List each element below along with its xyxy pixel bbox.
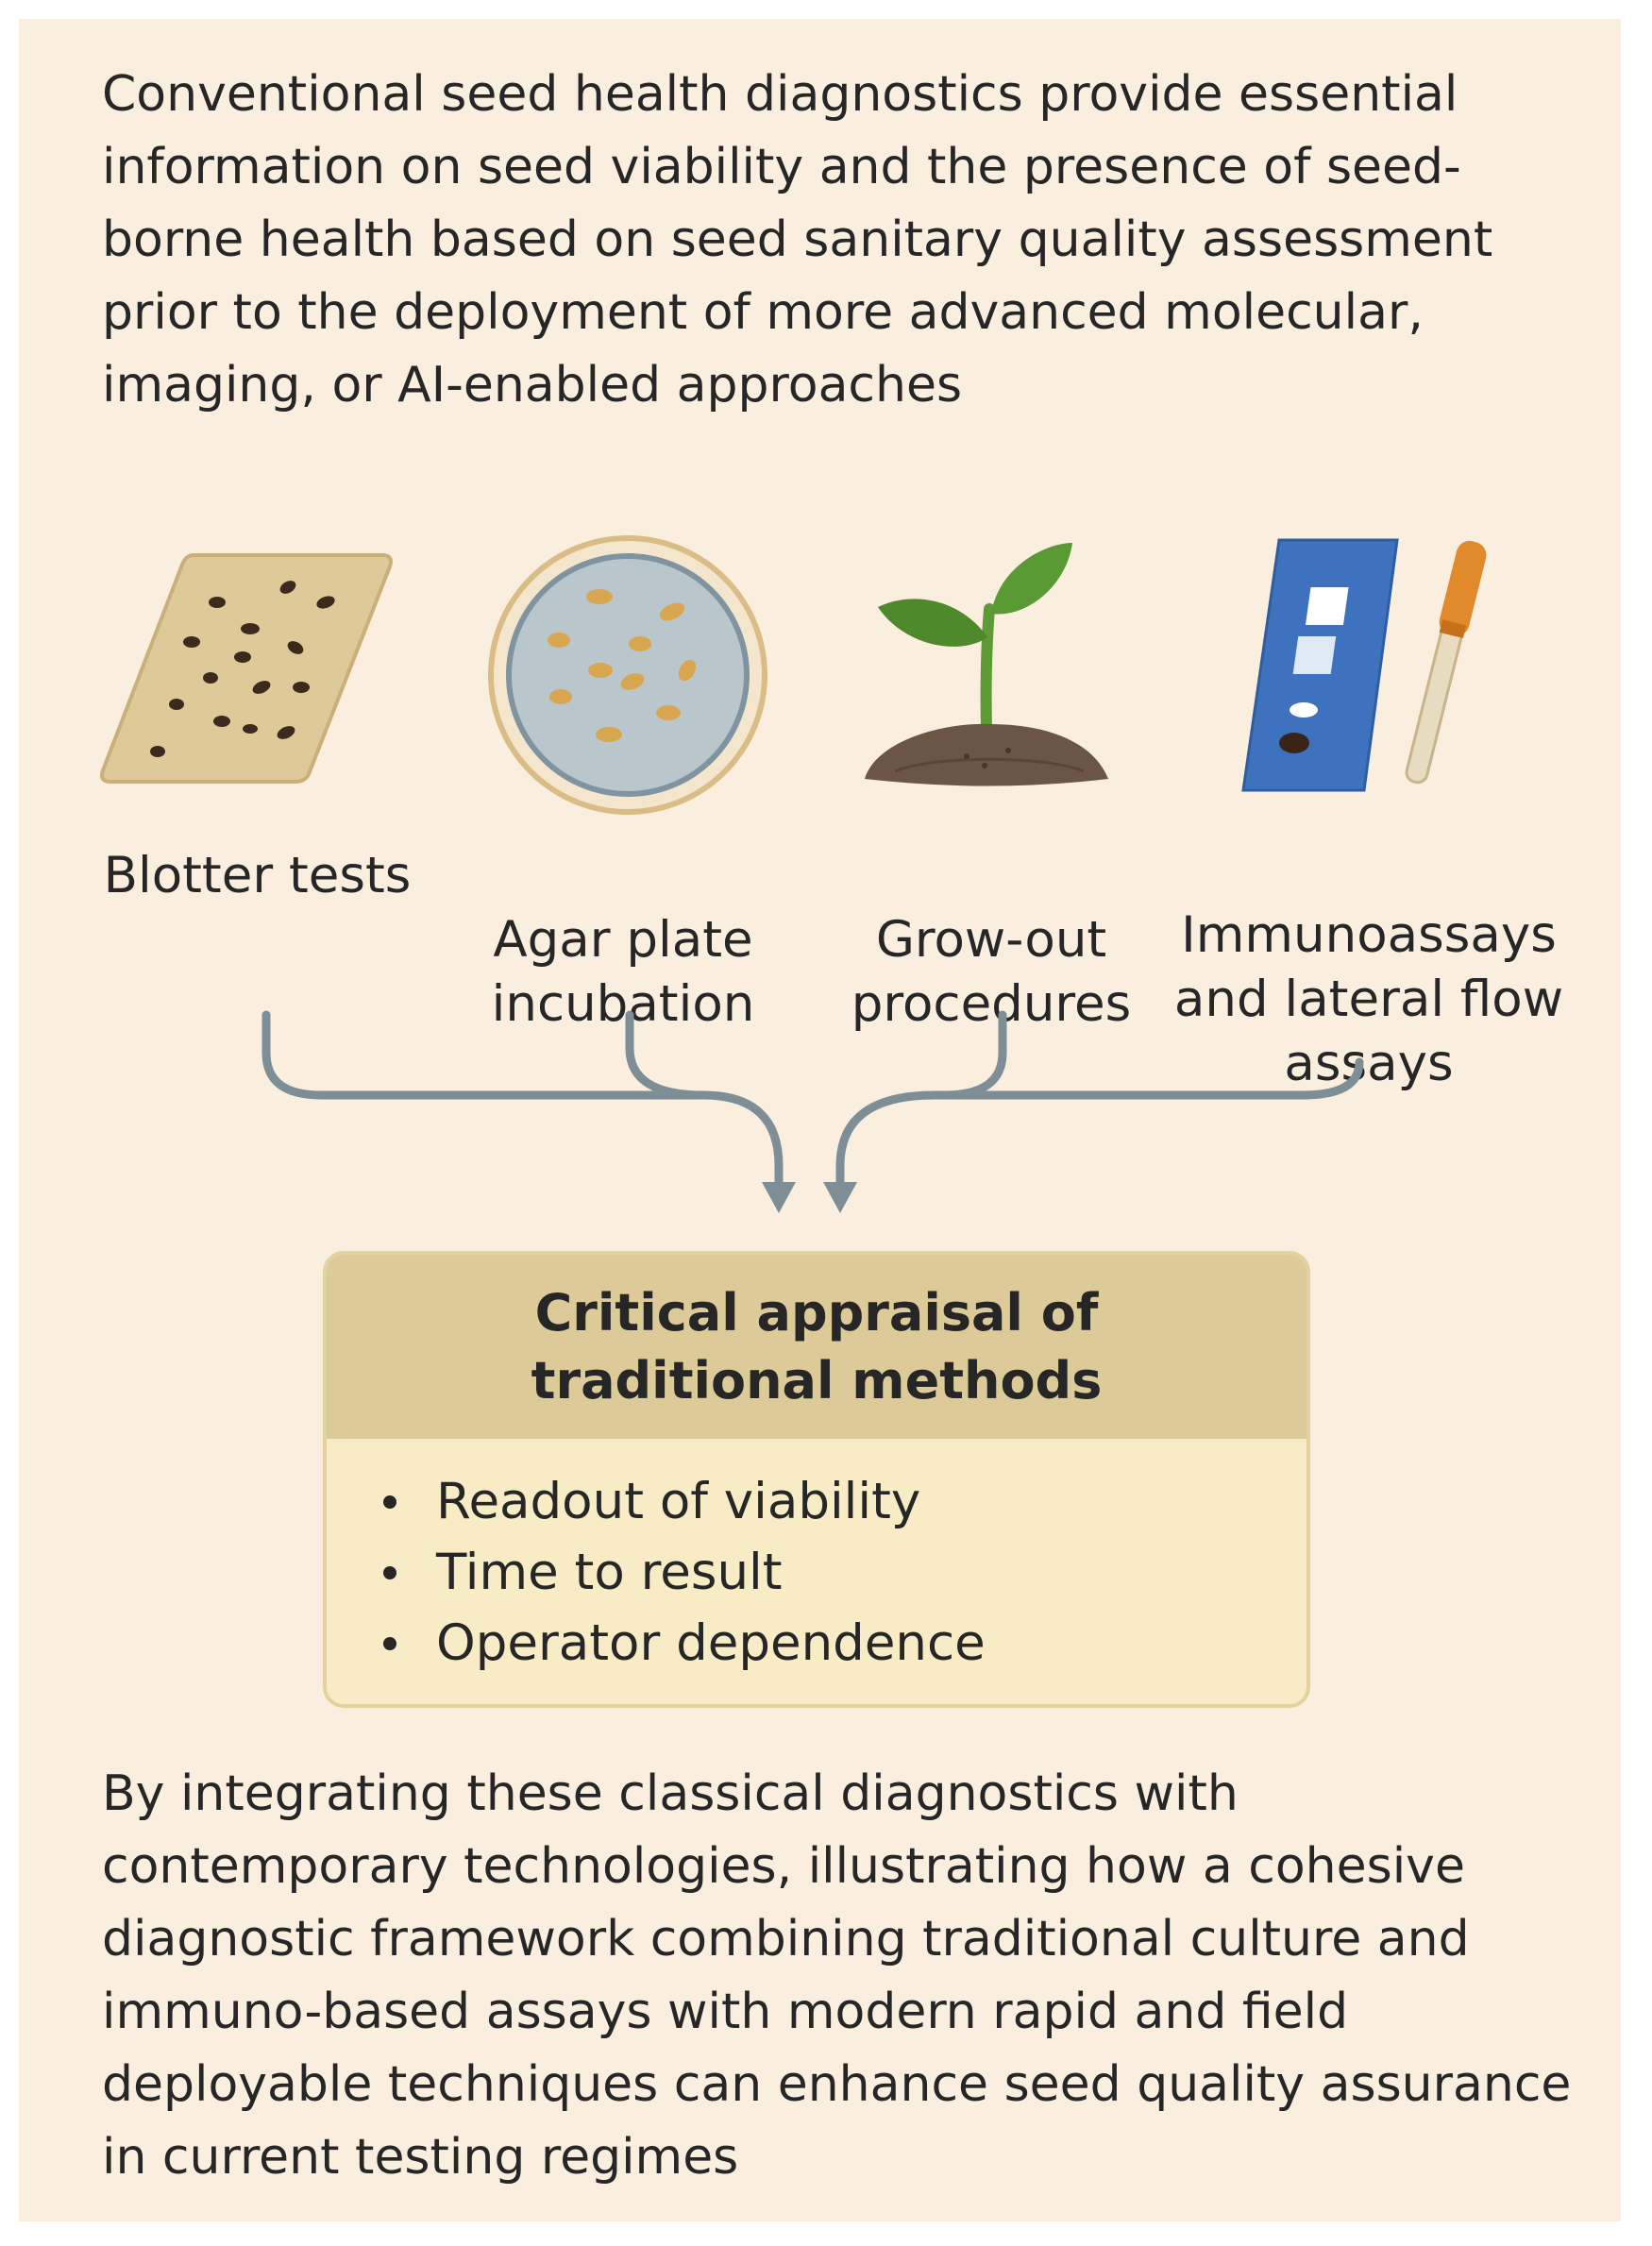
method-label-blotter: Blotter tests bbox=[103, 847, 412, 904]
list-item: Readout of viability bbox=[383, 1466, 986, 1537]
blotter-paper-icon bbox=[100, 553, 393, 784]
appraisal-list: Readout of viability Time to result Oper… bbox=[383, 1466, 986, 1679]
seedling-icon bbox=[865, 543, 1108, 786]
list-item: Time to result bbox=[383, 1537, 986, 1608]
method-label-growout: Grow-out procedures bbox=[851, 911, 1132, 1033]
bullet-icon bbox=[383, 1495, 396, 1509]
test-strip-dropper-icon bbox=[1241, 538, 1487, 792]
intro-paragraph: Conventional seed health diagnostics pro… bbox=[102, 66, 1493, 414]
bullet-icon bbox=[383, 1565, 396, 1579]
figure-panel bbox=[19, 19, 1621, 2221]
list-item: Operator dependence bbox=[383, 1608, 986, 1679]
bullet-icon bbox=[383, 1636, 396, 1650]
appraisal-box: Critical appraisal of traditional method… bbox=[323, 1251, 1310, 1708]
method-label-immunoassay: Immunoassays and lateral flow assays bbox=[1173, 906, 1564, 1092]
conclusion-paragraph: By integrating these classical diagnosti… bbox=[102, 1765, 1572, 2186]
petri-dish-icon bbox=[488, 535, 767, 815]
method-label-agar: Agar plate incubation bbox=[491, 911, 755, 1033]
appraisal-title: Critical appraisal of traditional method… bbox=[327, 1255, 1306, 1439]
